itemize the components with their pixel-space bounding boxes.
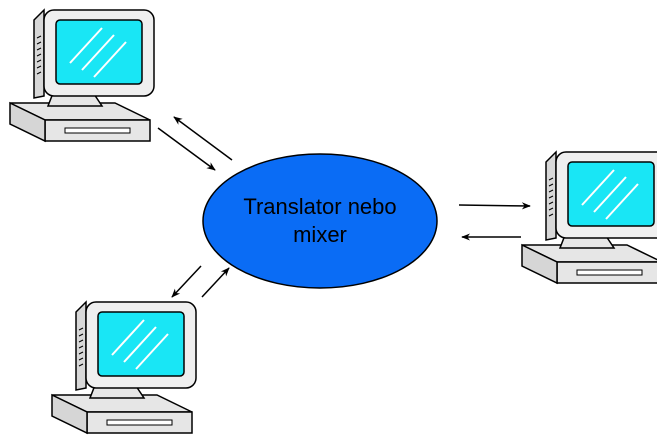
arrow-bottom-left-to-hub <box>201 267 230 298</box>
computer-top-left-icon <box>9 9 155 142</box>
arrow-hub-to-right <box>458 202 531 210</box>
computer-right-icon <box>521 151 657 284</box>
arrow-top-left-to-hub <box>157 127 216 171</box>
hub-label-line1: Translator nebo <box>243 194 396 219</box>
hub-label-line2: mixer <box>293 222 347 247</box>
arrow-hub-to-bottom-left <box>171 265 202 298</box>
computer-bottom-left-icon <box>51 301 197 434</box>
arrow-hub-to-top-left <box>173 116 233 161</box>
translator-mixer-hub <box>202 153 438 289</box>
